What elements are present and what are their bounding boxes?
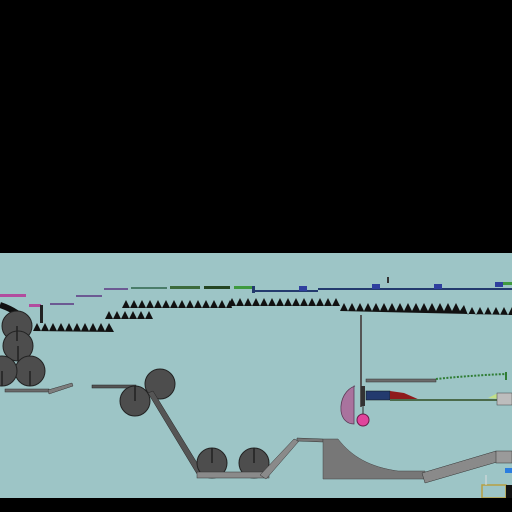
spike-row-3 (340, 303, 512, 315)
launcher-barrel (365, 390, 391, 401)
left-wheel-cluster (0, 302, 74, 395)
playfield[interactable] (0, 253, 512, 498)
blue-marker (505, 468, 512, 473)
post (40, 305, 43, 323)
level-scene[interactable] (0, 253, 512, 498)
dark-block (506, 485, 512, 498)
rail-block-3 (434, 284, 442, 289)
rail-track (252, 277, 512, 293)
rail-end-green (503, 282, 512, 285)
rail-block-2 (372, 284, 380, 289)
top-letterbox (0, 0, 512, 253)
launcher-mount (361, 386, 365, 406)
base-ramp (47, 382, 74, 395)
launcher-purple-shield (340, 385, 356, 425)
valley-floor (196, 471, 270, 479)
rail-block-4 (495, 282, 503, 287)
ledge-pink-2 (29, 304, 41, 307)
pink-ball (356, 413, 370, 427)
launcher-rail (390, 399, 500, 401)
step-ledges (0, 286, 252, 323)
launcher-pole (360, 315, 362, 407)
valley-section (91, 368, 324, 480)
launcher (340, 315, 512, 427)
ledge-pink (0, 294, 26, 297)
base-plank (4, 388, 50, 393)
rail-segment-2 (318, 288, 512, 290)
launcher-top-bar (365, 378, 437, 383)
spike-row-1 (122, 300, 232, 308)
ledge-purple-3 (104, 288, 128, 290)
spike-rows (33, 298, 512, 332)
ledge-green (170, 286, 200, 289)
rail-segment-1 (254, 290, 318, 292)
spike-row-2 (228, 298, 340, 306)
ledge-dark-green (204, 286, 230, 289)
ledge-bright-green (234, 286, 252, 289)
ledge-teal (131, 287, 167, 289)
target-box (496, 392, 512, 406)
ledge-purple (50, 303, 74, 305)
bottom-right-objects (481, 468, 512, 498)
rail-marker (387, 277, 389, 283)
ledge-purple-2 (76, 295, 102, 297)
spike-row-5 (33, 323, 114, 332)
valley-right-ledge (296, 437, 324, 443)
launcher-red-fin (390, 391, 420, 400)
rail-post (252, 286, 255, 293)
chain-anchor (505, 372, 507, 380)
bottom-letterbox (0, 498, 512, 512)
quarter-pipe (322, 438, 512, 484)
spike-row-4 (105, 311, 153, 319)
green-chain (435, 373, 507, 380)
rail-block-1 (299, 286, 307, 291)
exit-platform (495, 450, 512, 464)
